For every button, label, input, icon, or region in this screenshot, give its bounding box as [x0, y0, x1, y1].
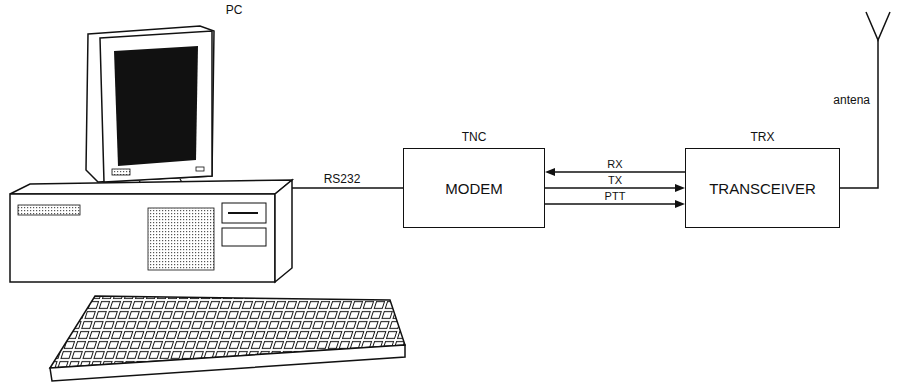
monitor-housing [86, 26, 214, 182]
drive-bay [222, 228, 266, 246]
case-side [275, 180, 292, 282]
signal-line [545, 203, 676, 205]
monitor-grille [112, 169, 130, 175]
box-heading: TNC [404, 131, 544, 144]
case-panel [18, 205, 80, 215]
keyboard-front [50, 345, 405, 381]
antenna-label: antena [833, 94, 870, 107]
arrow-head [545, 168, 555, 176]
signal-line [545, 187, 676, 189]
case-grille [148, 208, 214, 270]
interface-label: RS232 [324, 173, 361, 186]
signal-name: RX [605, 158, 624, 170]
signal-name: TX [606, 174, 624, 186]
signal-name: PTT [603, 190, 628, 202]
transceiver-box: TRXTRANSCEIVER [685, 148, 840, 228]
antenna-feed [840, 40, 878, 188]
serial-cable [292, 187, 403, 189]
case-top [10, 180, 292, 194]
modem-box: TNCMODEM [403, 148, 545, 228]
arrow-head [675, 184, 685, 192]
arrow-head [675, 200, 685, 208]
floppy-slot [228, 212, 258, 214]
monitor-screen [114, 46, 198, 166]
case-front [10, 194, 275, 282]
power-button [196, 167, 204, 171]
floppy-drive [222, 203, 266, 223]
device-label: PC [226, 4, 243, 17]
box-text: MODEM [445, 180, 503, 197]
box-heading: TRX [686, 131, 839, 144]
signal-line [554, 171, 685, 173]
box-text: TRANSCEIVER [709, 180, 816, 197]
antenna-symbol [866, 12, 890, 40]
monitor-bezel [100, 31, 212, 182]
